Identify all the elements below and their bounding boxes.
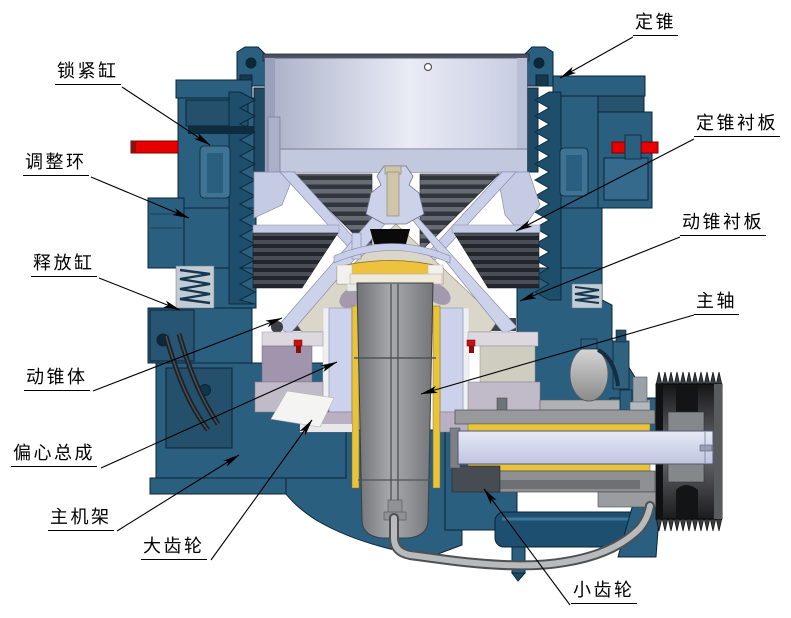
pinion-gear-section	[451, 465, 501, 493]
part-label-dingzhui-chenban: 定锥衬板	[694, 114, 780, 137]
part-label-suojin-gang: 锁紧缸	[55, 62, 121, 85]
leader-line-zhu-zhou	[420, 314, 695, 395]
leader-line-dongzhui-ti	[92, 317, 283, 392]
feed-bowl	[253, 53, 541, 233]
part-label-ding-zhui: 定锥	[633, 13, 678, 36]
part-label-zhu-jijia: 主机架	[48, 508, 114, 531]
adjusting-ring-thread-right	[533, 91, 562, 301]
leader-line-zhu-jijia	[116, 454, 240, 532]
eccentric-assembly	[254, 273, 601, 489]
eccentric-bushing-left	[328, 307, 353, 413]
countershaft	[449, 427, 714, 469]
leader-line-suojin-gang	[121, 86, 211, 146]
hydraulic-rods	[130, 134, 659, 160]
part-label-dongzhui-chenban: 动锥衬板	[680, 213, 766, 236]
part-label-dongzhui-ti: 动锥体	[24, 368, 90, 391]
leader-line-tiaozheng-huan	[90, 176, 190, 219]
lubrication-fittings	[163, 329, 630, 432]
main-shaft	[354, 282, 436, 539]
part-label-da-chilun: 大齿轮	[141, 537, 207, 560]
part-label-pianxin-zongcheng: 偏心总成	[11, 444, 97, 467]
release-cylinder-springs	[175, 265, 603, 309]
leader-lines	[90, 36, 695, 606]
eccentric-bushing-right	[439, 307, 464, 413]
leader-line-da-chilun	[210, 419, 313, 561]
leader-line-dongzhui-chenban	[519, 236, 681, 302]
leader-line-dingzhui-chenban	[515, 138, 695, 232]
hydraulic-rod-left	[130, 140, 179, 154]
bowl-vent-hole	[423, 62, 433, 72]
part-label-shifang-gang: 释放缸	[31, 254, 97, 277]
leader-line-pianxin-zongcheng	[100, 361, 338, 469]
part-label-xiao-chilun: 小齿轮	[571, 581, 637, 604]
locking-cylinder-pistons	[188, 126, 589, 199]
leader-line-ding-zhui	[559, 36, 634, 79]
leader-line-shifang-gang	[98, 277, 181, 311]
oil-pipe	[383, 499, 655, 571]
part-label-tiaozheng-huan: 调整环	[23, 153, 89, 176]
leader-line-xiao-chilun	[483, 488, 571, 606]
part-label-zhu-zhou: 主轴	[694, 292, 739, 315]
countershaft-assembly	[451, 376, 659, 508]
